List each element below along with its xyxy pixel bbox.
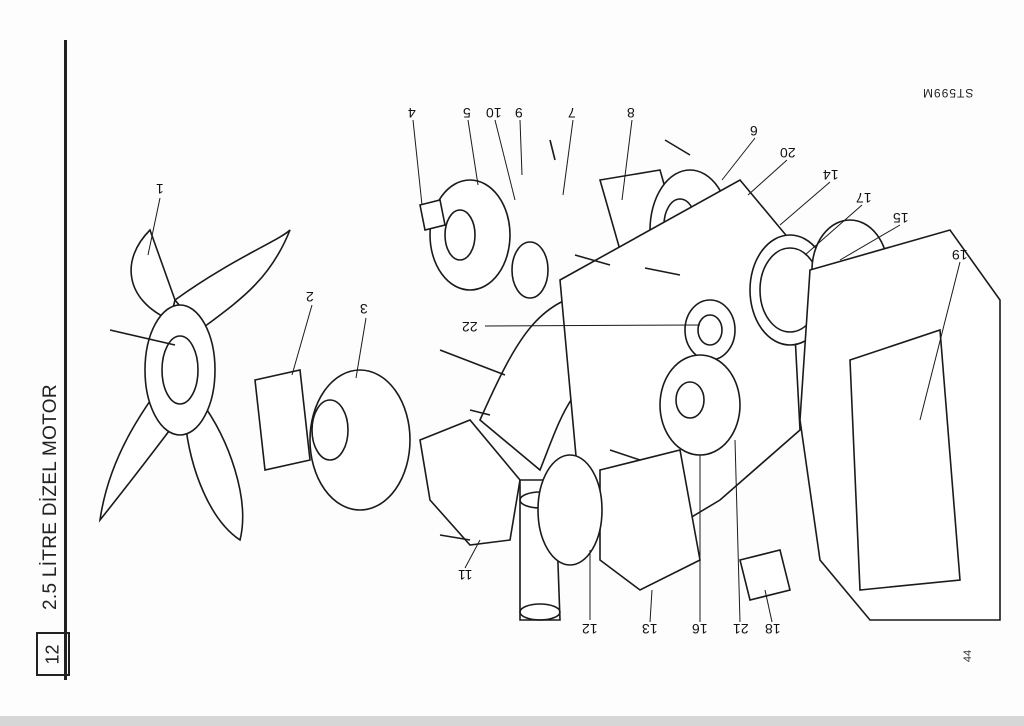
callout-3: 3 <box>360 301 368 317</box>
callout-2: 2 <box>306 289 314 305</box>
callout-22: 22 <box>462 319 478 335</box>
callout-8: 8 <box>627 105 635 121</box>
chapter-number-box: 12 <box>36 632 70 676</box>
callout-4: 4 <box>408 105 416 121</box>
callout-13: 13 <box>642 621 658 637</box>
callout-14: 14 <box>823 167 839 183</box>
callout-9-a: 9 <box>515 105 523 121</box>
callout-12: 12 <box>582 621 598 637</box>
scan-bottom-edge <box>0 716 1024 726</box>
callout-6: 6 <box>750 123 758 139</box>
callout-15: 15 <box>893 210 909 226</box>
callout-20: 20 <box>780 145 796 161</box>
callout-19: 19 <box>952 247 968 263</box>
callout-7: 7 <box>568 105 576 121</box>
fan-illustration <box>98 228 291 542</box>
callout-17: 17 <box>856 190 872 206</box>
left-margin-rule <box>64 40 67 680</box>
callout-10: 10 <box>486 105 502 121</box>
callout-1: 1 <box>156 181 164 197</box>
callout-16: 16 <box>692 621 708 637</box>
callout-5: 5 <box>463 105 471 121</box>
callout-18: 18 <box>765 621 781 637</box>
callout-11: 11 <box>458 567 473 583</box>
callout-21: 21 <box>733 621 749 637</box>
